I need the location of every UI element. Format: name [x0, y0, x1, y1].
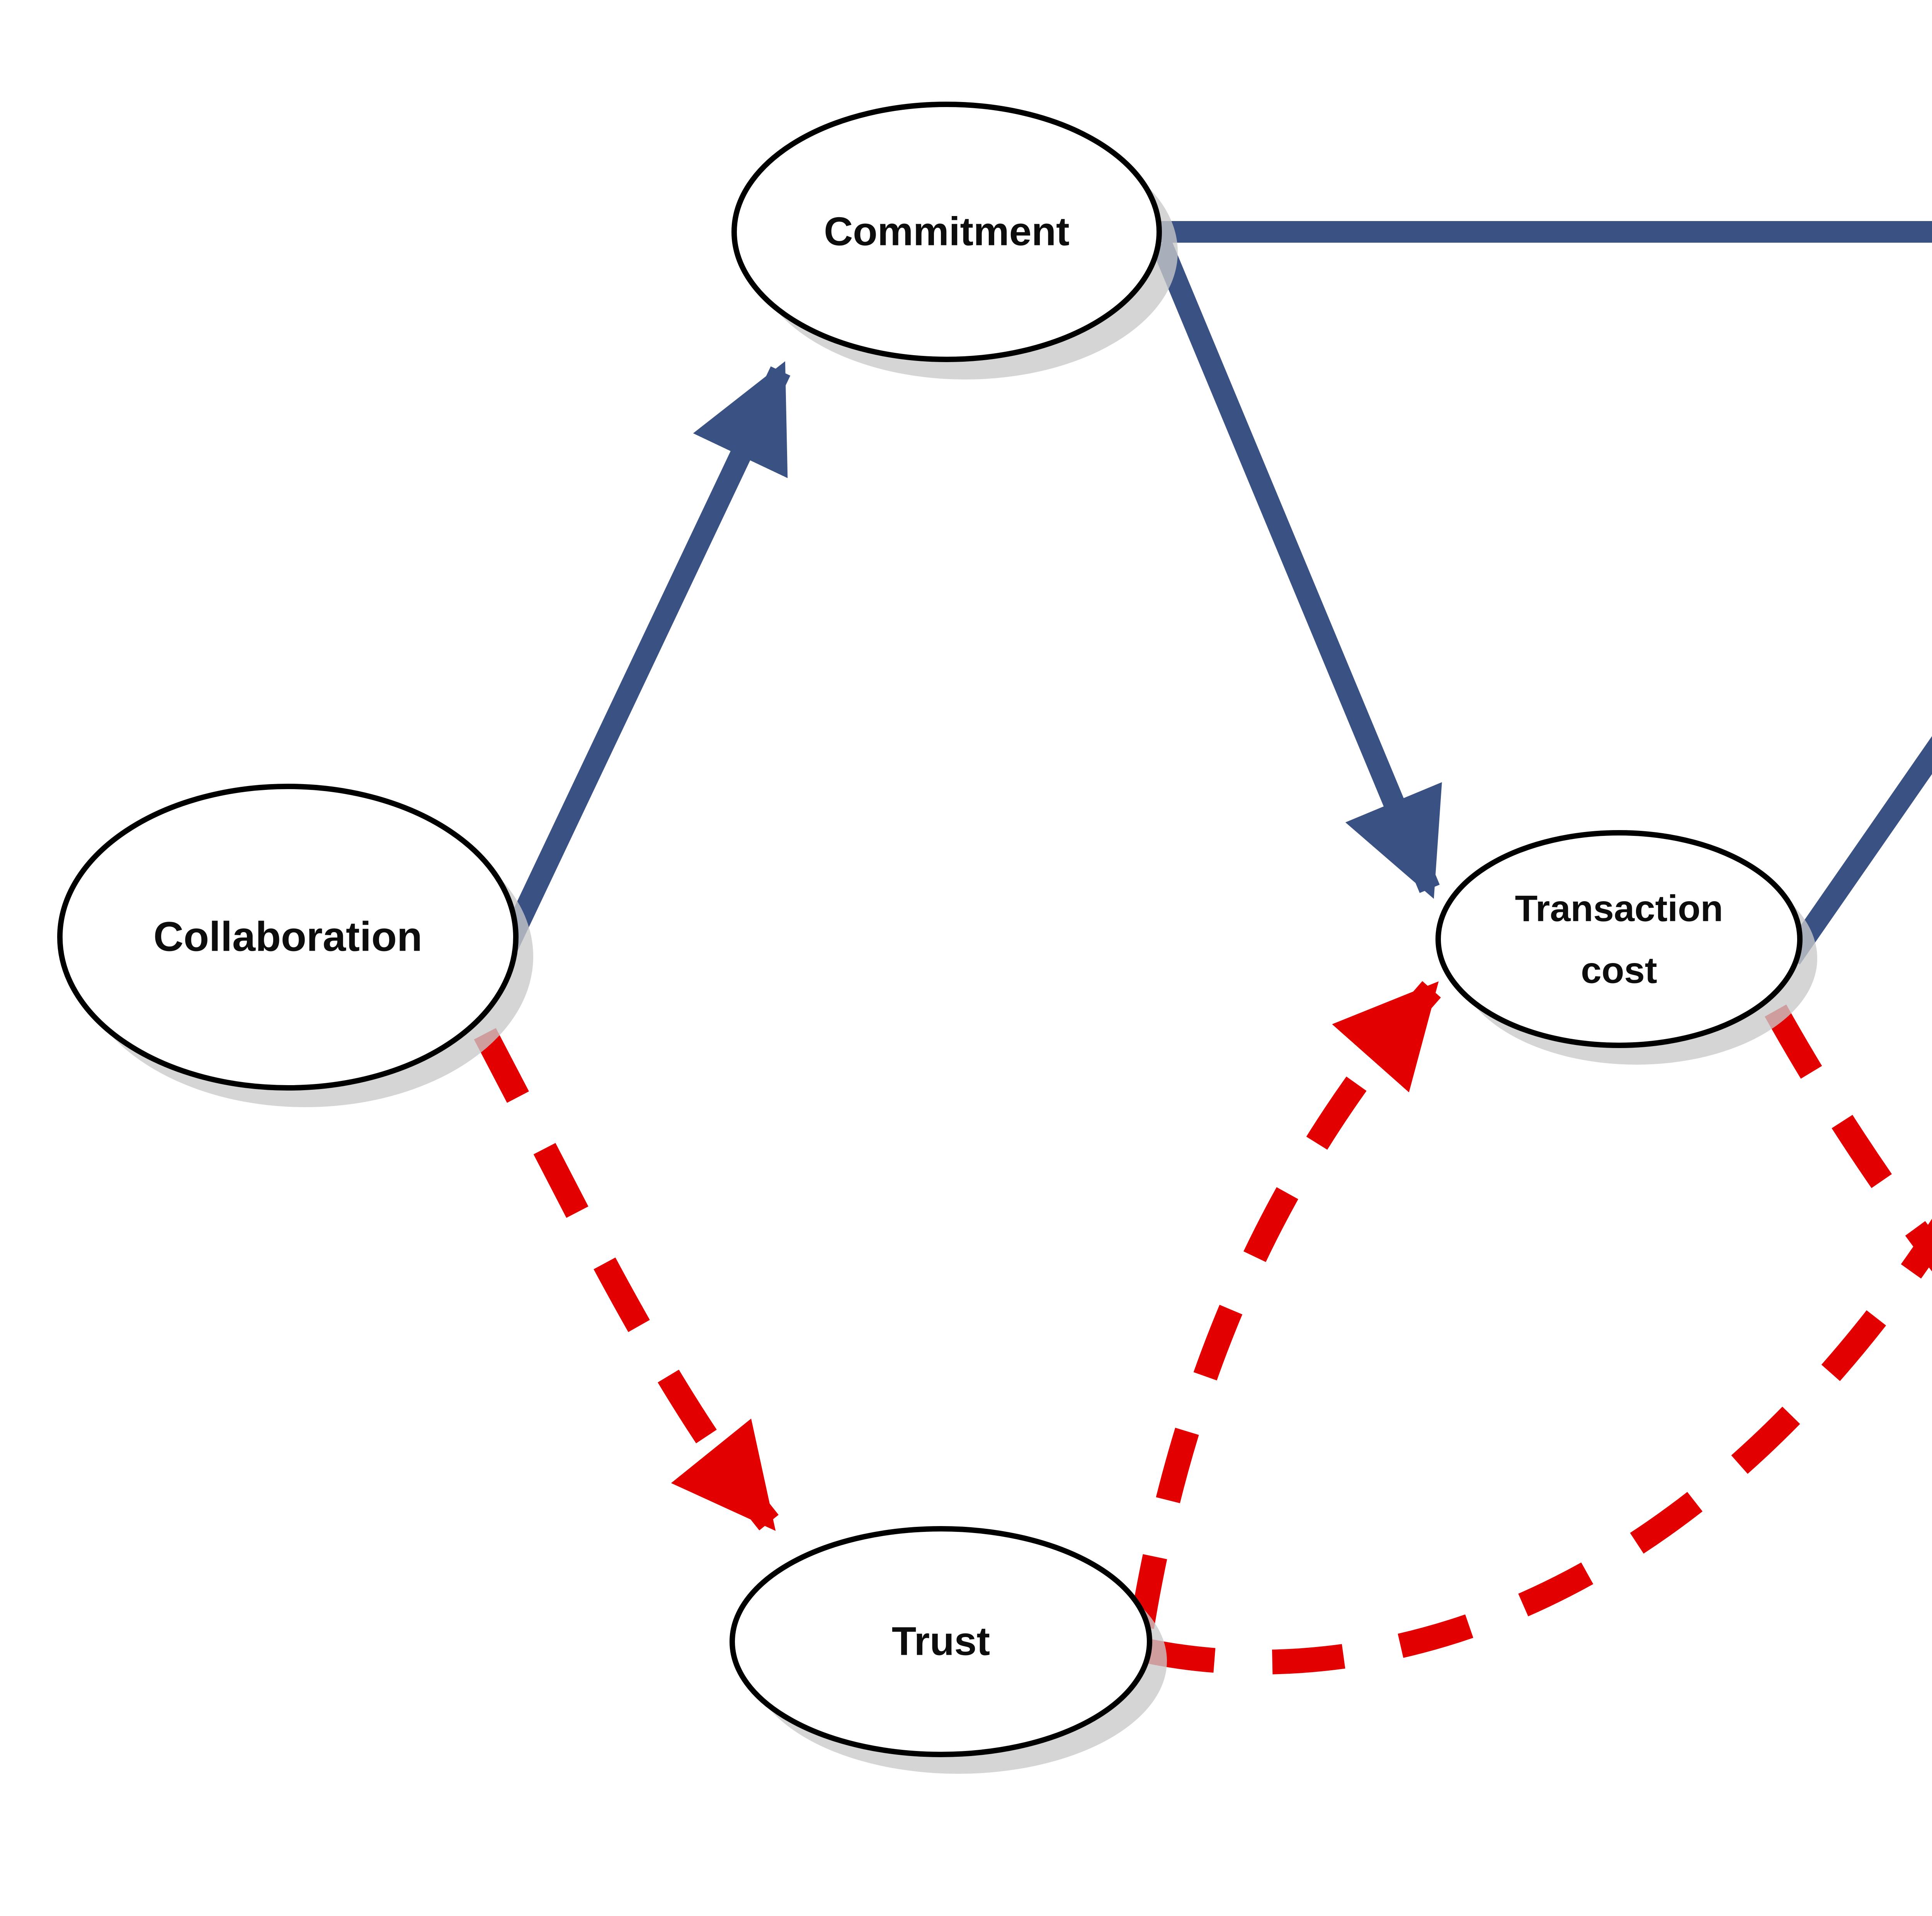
- node-outline: [1435, 830, 1803, 1048]
- edge-commitment-transactioncost: [1151, 239, 1442, 899]
- node-outline: [57, 784, 519, 1091]
- edge-collaboration-commitment: [488, 361, 791, 971]
- edge-layer: [474, 221, 1932, 1674]
- node-commitment-label: Commitment: [824, 209, 1070, 254]
- node-collaboration-label: Collaboration: [153, 913, 422, 960]
- node-transaction-cost[interactable]: Transaction cost: [1435, 830, 1817, 1065]
- node-trust-label: Trust: [892, 1619, 990, 1664]
- edge-transactioncost-performance: [1782, 736, 1932, 965]
- node-collaboration[interactable]: Collaboration: [57, 784, 533, 1107]
- edge-trust-transactioncost: [1129, 981, 1441, 1629]
- node-outline: [731, 102, 1162, 362]
- node-outline: [730, 1526, 1152, 1757]
- node-transaction-cost-label-line2: cost: [1581, 949, 1657, 991]
- edge-collaboration-trust: [474, 1028, 779, 1531]
- node-commitment[interactable]: Commitment: [731, 102, 1178, 379]
- edge-trust-performance: [1141, 1218, 1932, 1674]
- node-trust[interactable]: Trust: [730, 1526, 1167, 1774]
- node-transaction-cost-label-line1: Transaction: [1515, 888, 1723, 929]
